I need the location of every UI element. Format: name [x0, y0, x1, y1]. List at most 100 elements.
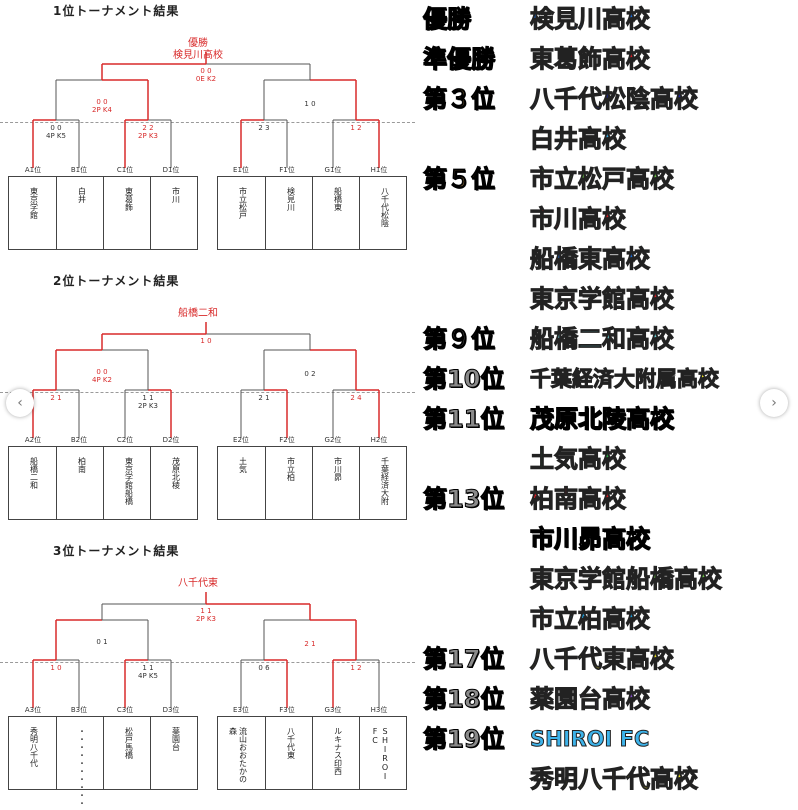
team-cell: 市立柏 — [265, 447, 313, 519]
result-row: 第10位千葉経済大附属高校 — [415, 360, 798, 400]
quarterfinal-score: 4P K5 — [46, 132, 66, 140]
quarterfinal-score: 2P K3 — [138, 132, 158, 140]
quarterfinal-score: 2 1 — [50, 394, 62, 402]
rank-label: 第18位 — [422, 685, 505, 714]
seed-rank-label: H2位 — [370, 436, 388, 444]
seed-rank-label: E3位 — [233, 706, 249, 714]
chevron-left-icon: ‹ — [17, 395, 23, 411]
result-row: 市川高校 — [415, 200, 798, 240]
school-name: 土気高校 — [530, 445, 627, 474]
champion-label: 検見川高校 — [173, 50, 223, 61]
school-name: 八千代松陰高校 — [530, 85, 699, 114]
semifinal-score: 2P K4 — [92, 106, 112, 114]
seed-rank-label: E1位 — [233, 166, 249, 174]
rank-label: 第17位 — [422, 645, 505, 674]
result-row: 第11位茂原北陵高校 — [415, 400, 798, 440]
team-name: 船橋東 — [333, 187, 343, 211]
team-cell: 千葉経済大附 — [359, 447, 407, 519]
result-row: 第３位 八千代松陰高校 — [415, 80, 798, 120]
team-cell: 秀明八千代 — [9, 717, 56, 789]
school-name: 薬園台高校 — [530, 685, 651, 714]
school-name: 白井高校 — [530, 125, 627, 154]
result-row: 優勝検見川高校 — [415, 0, 798, 40]
final-score: 0 0 — [200, 67, 212, 75]
team-cell: 船橋二和 — [9, 447, 56, 519]
carousel-prev-button[interactable]: ‹ — [6, 389, 34, 417]
quarterfinal-score: 0 6 — [258, 664, 270, 672]
school-name: 茂原北陵高校 — [529, 404, 674, 433]
rank-label: 第10位 — [422, 365, 505, 394]
team-box-group: 東京学館白井 東葛飾 市川 — [8, 176, 198, 250]
quarterfinal-score: 1 1 — [142, 394, 154, 402]
result-row: 市川昴高校 — [415, 520, 798, 560]
school-name: 千葉経済大附属高校 — [530, 367, 720, 392]
team-name: ・・・・・・・・・・ — [77, 727, 87, 807]
school-name: 市立松戸高校 — [530, 165, 675, 194]
team-cell: 東葛飾 — [103, 177, 151, 249]
fold-divider — [0, 392, 415, 393]
semifinal-score: 0 1 — [96, 638, 108, 646]
school-name: 東京学館船橋高校 — [530, 565, 723, 594]
final-score: 2P K3 — [196, 615, 216, 623]
team-cell: 白井 — [56, 177, 104, 249]
school-name: 船橋二和高校 — [530, 325, 675, 354]
team-name: 松戸馬橋 — [124, 727, 134, 759]
result-row: 秀明八千代高校 — [415, 760, 798, 800]
team-name: 千葉経済大附 — [380, 457, 390, 505]
semifinal-score: 0 2 — [304, 370, 316, 378]
quarterfinal-score: 1 1 — [142, 664, 154, 672]
team-cell: 市川 — [150, 177, 198, 249]
results-panel: 優勝検見川高校準優勝東葛飾高校第３位八千代松陰高校白井高校第５位市立松戸高校市川… — [415, 0, 798, 800]
result-row: 第17位八千代東高校 — [415, 640, 798, 680]
result-row: 準優勝東葛飾高校 — [415, 40, 798, 80]
bracket-lines — [32, 592, 380, 708]
team-name: 市立柏 — [286, 457, 296, 481]
school-name: 船橋東高校 — [530, 245, 651, 274]
bracket-lines — [32, 52, 380, 168]
team-cell: 流山おおたかの森 — [218, 717, 265, 789]
result-row: 土気高校 — [415, 440, 798, 480]
seed-rank-label: B3位 — [70, 706, 88, 714]
seed-rank-label: E2位 — [233, 436, 249, 444]
seed-rank-label: F3位 — [279, 706, 295, 714]
team-name: SHIROI FC — [370, 727, 390, 781]
team-name: 東葛飾 — [124, 187, 134, 211]
team-cell: 船橋東 — [312, 177, 360, 249]
team-cell: 市立松戸 — [218, 177, 265, 249]
team-cell: 松戸馬橋 — [103, 717, 151, 789]
seed-rank-label: G1位 — [324, 166, 342, 174]
team-name: 薬園台 — [171, 727, 181, 751]
rank-label: 第３位 — [423, 85, 496, 114]
seed-rank-label: A3位 — [24, 706, 42, 714]
seed-rank-label: G3位 — [324, 706, 342, 714]
team-name: 柏南 — [77, 457, 87, 473]
team-name: 船橋二和 — [29, 457, 39, 489]
seed-rank-label: A2位 — [24, 436, 42, 444]
rank-label: 第19位 — [422, 725, 505, 754]
tournament-title: 1位トーナメント結果 — [53, 4, 180, 18]
team-name: 八千代東 — [286, 727, 296, 759]
rank-label: 第９位 — [423, 325, 496, 354]
result-row: 白井高校 — [415, 120, 798, 160]
team-name: 市川 — [171, 187, 181, 203]
seed-rank-label: D3位 — [162, 706, 180, 714]
team-name: 市立松戸 — [238, 187, 248, 219]
quarterfinal-score: 2 1 — [258, 394, 270, 402]
quarterfinal-score: 2 3 — [258, 124, 270, 132]
carousel-next-button[interactable]: › — [760, 389, 788, 417]
team-box-group: 土気市立柏市川昴千葉経済大附 — [217, 446, 407, 520]
seed-rank-label: B2位 — [70, 436, 88, 444]
team-name: ルキナス印西 — [333, 727, 343, 775]
team-cell: 東京学館 — [9, 177, 56, 249]
chevron-right-icon: › — [771, 395, 777, 411]
seed-rank-label: C1位 — [116, 166, 134, 174]
team-box-group: 流山おおたかの森 八千代東 ルキナス印西 SHIROI FC — [217, 716, 407, 790]
team-name: 茂原北稜 — [171, 457, 181, 489]
team-name: 検見川 — [286, 187, 296, 211]
school-name: 市川高校 — [530, 205, 627, 234]
semifinal-score: 0 0 — [96, 98, 108, 106]
team-cell: 薬園台 — [150, 717, 198, 789]
semifinal-score: 0 0 — [96, 368, 108, 376]
team-cell: 東京学館船橋 — [103, 447, 151, 519]
result-row: 船橋東高校 — [415, 240, 798, 280]
